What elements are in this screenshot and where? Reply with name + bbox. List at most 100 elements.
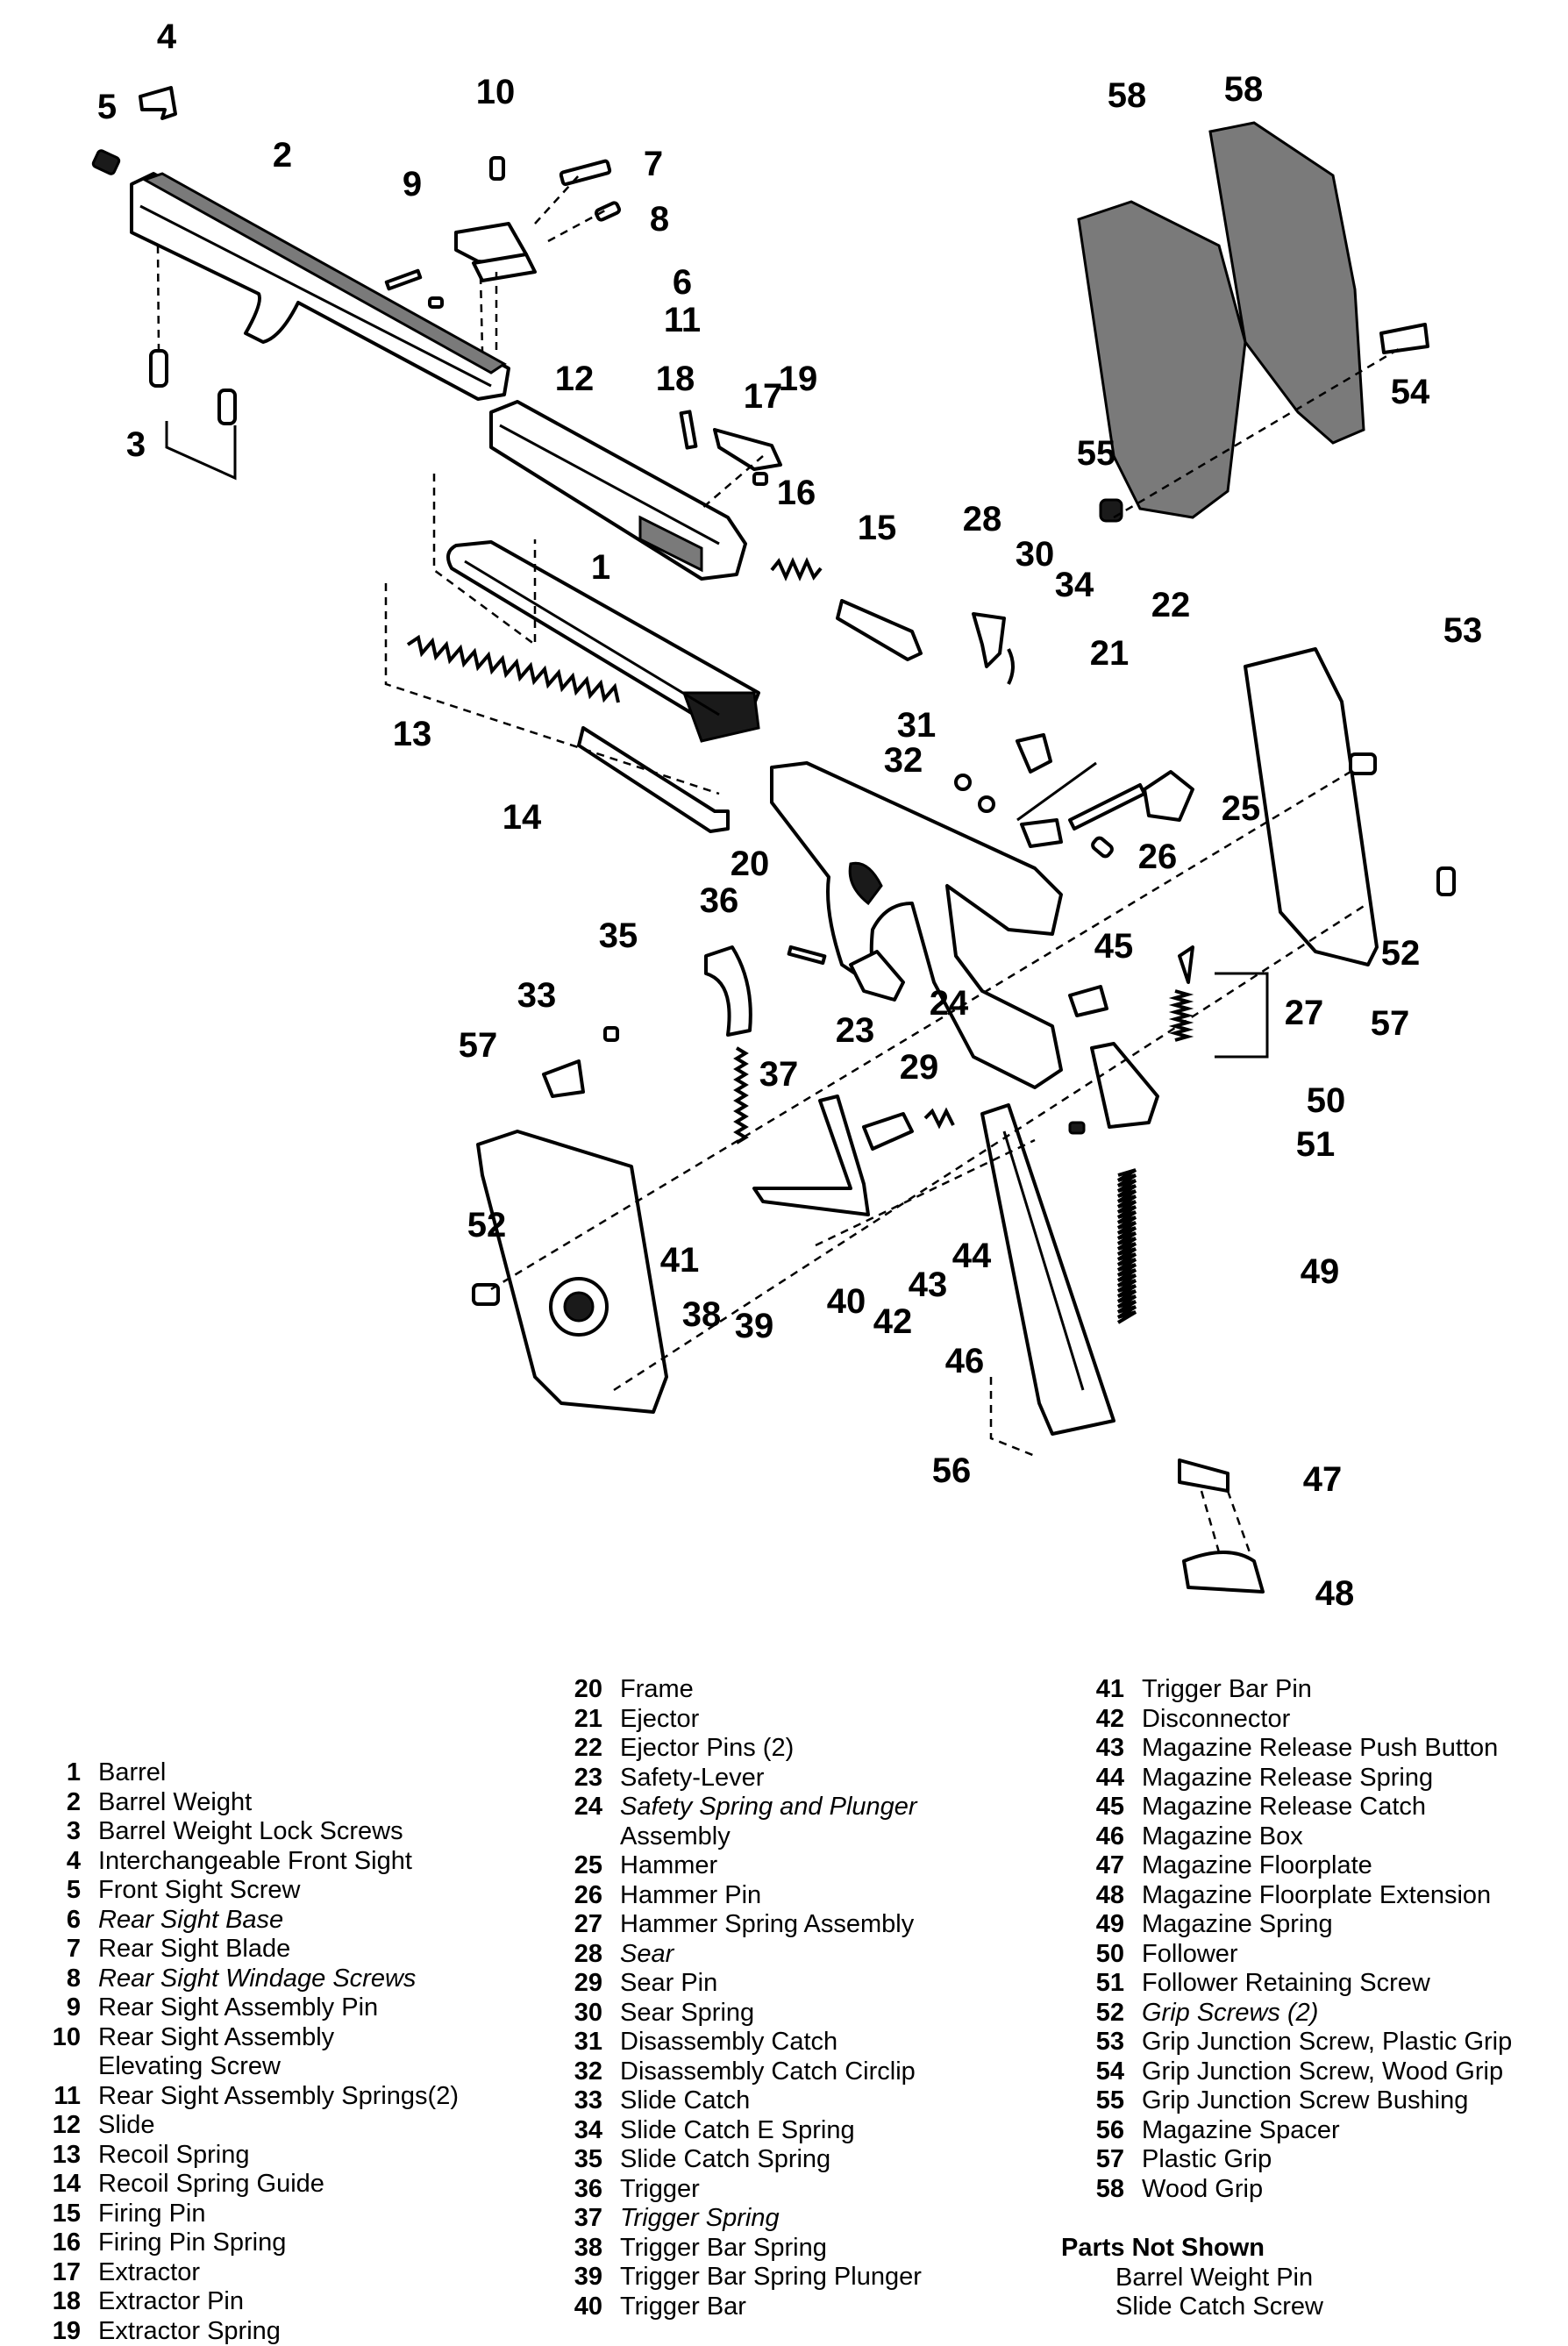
legend-label: Plastic Grip [1142,2145,1272,2175]
legend-label: Disassembly Catch [620,2028,837,2057]
legend-label: Sear Pin [620,1969,717,1999]
legend-number: 42 [1061,1705,1142,1735]
callout-58: 58 [1108,76,1147,115]
callout-37: 37 [759,1055,799,1094]
callout-13: 13 [393,715,432,753]
legend-number: 27 [539,1910,620,1940]
legend-label: Hammer Pin [620,1881,761,1911]
legend-number: 16 [18,2228,98,2258]
legend-number: 36 [539,2175,620,2205]
legend-number: 34 [539,2116,620,2146]
legend-number: 26 [539,1881,620,1911]
legend-number: 33 [539,2086,620,2116]
legend-label: Magazine Release Spring [1142,1764,1433,1793]
legend-label: Recoil Spring [98,2141,249,2171]
legend-number: 21 [539,1705,620,1735]
barrel-weight-part [132,174,509,399]
legend-label: Magazine Floorplate Extension [1142,1881,1491,1911]
legend-label: Trigger Bar [620,2293,746,2322]
callout-31: 31 [897,706,937,745]
callout-52: 52 [467,1206,507,1244]
legend-label: Trigger [620,2175,700,2205]
legend-label: Follower [1142,1940,1238,1970]
legend-number: 14 [18,2170,98,2200]
callout-28: 28 [963,500,1002,538]
legend-number: 28 [539,1940,620,1970]
legend-number: 47 [1061,1851,1142,1881]
legend-number: 30 [539,1999,620,2029]
legend-label: Rear Sight Assembly Pin [98,1993,378,2023]
legend-number: 18 [18,2287,98,2317]
frame-part [772,763,1061,1087]
barrel-weight-lock-screws-part [151,246,235,478]
callout-7: 7 [644,145,663,183]
legend-label: Magazine Release Push Button [1142,1734,1498,1764]
plastic-grip-right-part [1245,649,1454,965]
callout-36: 36 [700,881,739,920]
trigger-bar-spring-part [737,1048,745,1143]
firing-pin-part [837,601,921,660]
legend-number: 37 [539,2204,620,2234]
legend-label: Trigger Bar Pin [1142,1675,1312,1705]
callout-34: 34 [1055,566,1094,604]
legend-label: Wood Grip [1142,2175,1263,2205]
magazine-spring-part [1118,1170,1136,1323]
legend-number: 52 [1061,1999,1142,2029]
callout-11: 11 [664,301,701,339]
legend-number: 20 [539,1675,620,1705]
legend-label: Sear [620,1940,674,1970]
legend-label: Slide [98,2111,155,2141]
magazine-part [982,1105,1114,1456]
callout-40: 40 [827,1282,866,1321]
legend-label: Magazine Release Catch [1142,1793,1426,1822]
callout-4: 4 [157,18,177,56]
legend-number: 3 [18,1817,98,1847]
callout-16: 16 [777,474,816,512]
legend-number: 54 [1061,2057,1142,2087]
legend-number: 6 [18,1906,98,1936]
callout-17: 17 [744,377,783,416]
callout-35: 35 [599,916,638,955]
legend-number: 11 [18,2082,98,2112]
legend-number: 25 [539,1851,620,1881]
callout-42: 42 [873,1302,913,1341]
legend-number: 55 [1061,2086,1142,2116]
legend-number: 41 [1061,1675,1142,1705]
callout-23: 23 [836,1011,875,1050]
legend-number: 13 [18,2141,98,2171]
legend-label: Rear Sight Assembly [98,2023,334,2053]
legend-label: Barrel [98,1758,166,1788]
callout-38: 38 [682,1295,722,1334]
callout-1: 1 [591,548,610,587]
exploded-view-diagram: 1234567891011121314151617181920212223242… [0,0,1568,1649]
callout-22: 22 [1151,586,1191,624]
follower-part [1070,1044,1158,1133]
legend-label: Rear Sight Blade [98,1935,290,1965]
callout-55: 55 [1077,434,1116,473]
